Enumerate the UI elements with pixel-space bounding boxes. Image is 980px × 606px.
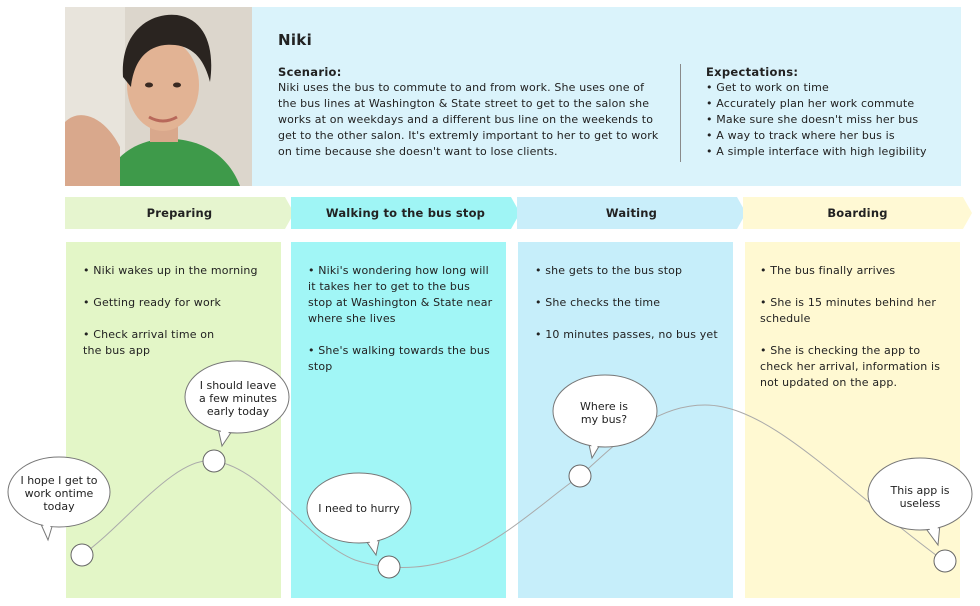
persona-header bbox=[252, 7, 961, 186]
expectations-list: • Get to work on time • Accurately plan … bbox=[706, 80, 956, 160]
expectation-item: • Accurately plan her work commute bbox=[706, 97, 915, 110]
persona-name: Niki bbox=[278, 31, 313, 49]
list-item: • Niki wakes up in the morning bbox=[83, 264, 258, 277]
list-item: • The bus finally arrives bbox=[760, 264, 896, 277]
expectation-item: • Make sure she doesn't miss her bus bbox=[706, 113, 919, 126]
emotion-node bbox=[568, 464, 592, 488]
bubble-text: my bus? bbox=[581, 413, 627, 426]
bubble-text: today bbox=[43, 500, 75, 513]
stage-walking: Walking to the bus stop bbox=[291, 197, 520, 229]
speech-bubble-4: Where is my bus? bbox=[552, 374, 658, 460]
bullets-boarding: • The bus finally arrives • She is 15 mi… bbox=[760, 263, 950, 407]
emotion-node bbox=[933, 549, 957, 573]
list-item: • she gets to the bus stop bbox=[535, 264, 683, 277]
list-item: • 10 minutes passes, no bus yet bbox=[535, 328, 718, 341]
expectation-item: • Get to work on time bbox=[706, 81, 829, 94]
scenario-title: Scenario: bbox=[278, 65, 342, 79]
persona-photo bbox=[65, 7, 252, 186]
emotion-curve bbox=[81, 404, 945, 568]
speech-bubble-1: I hope I get to work ontime today bbox=[7, 456, 111, 542]
stage-label: Walking to the bus stop bbox=[325, 206, 486, 220]
bubble-text: I need to hurry bbox=[318, 502, 400, 515]
bullets-preparing: • Niki wakes up in the morning • Getting… bbox=[83, 263, 268, 375]
column-walking bbox=[291, 242, 506, 598]
stage-label: Preparing bbox=[146, 206, 213, 220]
bubble-text: I should leave bbox=[200, 379, 277, 392]
expectation-item: • A way to track where her bus is bbox=[706, 129, 895, 142]
stage-label: Waiting bbox=[605, 206, 658, 220]
stage-label: Boarding bbox=[827, 206, 888, 220]
stage-boarding: Boarding bbox=[743, 197, 972, 229]
bubble-text: a few minutes bbox=[199, 392, 277, 405]
expectations-title: Expectations: bbox=[706, 65, 799, 79]
speech-bubble-3: I need to hurry bbox=[306, 472, 412, 557]
column-boarding bbox=[745, 242, 960, 598]
bubble-text: work ontime bbox=[25, 487, 94, 500]
speech-bubble-5: This app is useless bbox=[867, 457, 973, 547]
bubble-text: useless bbox=[900, 497, 941, 510]
list-item: • Check arrival time on the bus app bbox=[83, 328, 215, 357]
list-item: • She checks the time bbox=[535, 296, 661, 309]
list-item: • She is 15 minutes behind her schedule bbox=[760, 296, 936, 325]
bubble-text: I hope I get to bbox=[20, 474, 97, 487]
emotion-node bbox=[377, 555, 401, 579]
scenario-text: Niki uses the bus to commute to and from… bbox=[278, 81, 659, 158]
list-item: • Getting ready for work bbox=[83, 296, 222, 309]
bullets-walking: • Niki's wondering how long will it take… bbox=[308, 263, 496, 391]
portrait-illustration bbox=[65, 7, 252, 186]
expectation-item: • A simple interface with high legibilit… bbox=[706, 145, 927, 158]
list-item: • Niki's wondering how long will it take… bbox=[308, 264, 493, 325]
stage-preparing: Preparing bbox=[65, 197, 294, 229]
speech-bubble-2: I should leave a few minutes early today bbox=[184, 360, 290, 448]
stage-waiting: Waiting bbox=[517, 197, 746, 229]
emotion-node bbox=[202, 449, 226, 473]
bubble-text: This app is bbox=[890, 484, 950, 497]
header-divider bbox=[680, 64, 681, 162]
list-item: • She's walking towards the bus stop bbox=[308, 344, 490, 373]
bullets-waiting: • she gets to the bus stop • She checks … bbox=[535, 263, 730, 359]
emotion-node bbox=[70, 543, 94, 567]
bubble-text: Where is bbox=[580, 400, 628, 413]
list-item: • She is checking the app to check her a… bbox=[760, 344, 941, 389]
bubble-text: early today bbox=[207, 405, 270, 418]
